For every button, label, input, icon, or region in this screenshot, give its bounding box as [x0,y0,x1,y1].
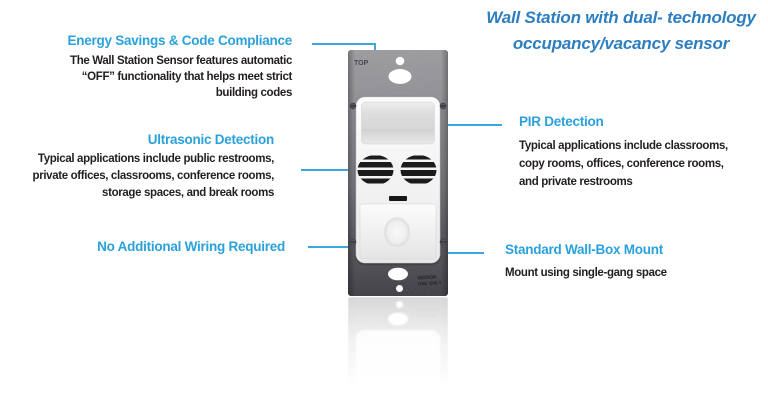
page-title-line1: Wall Station with dual- technology [486,8,756,27]
connector-ultrasonic-line [301,169,361,171]
callout-heading-ultrasonic: Ultrasonic Detection [147,132,275,147]
plate-indoor-marking: INDOOR USE ONLY [417,274,442,287]
plate-indoor-marking-line1: INDOOR [417,274,437,281]
ultrasonic-grille-right [400,155,437,184]
callout-body-ultrasonic: Typical applications include public rest… [32,151,275,202]
callout-body-pir: Typical applications include classrooms,… [519,137,728,191]
callout-wall-box: Standard Wall-Box Mount Mount using sing… [505,243,667,282]
callout-body-line: copy rooms, offices, conference rooms, [519,158,724,170]
callout-body-line: “OFF” functionality that helps meet stri… [81,71,293,83]
callout-body-energy-savings: The Wall Station Sensor features automat… [67,53,292,101]
callout-pir: PIR Detection Typical applications inclu… [519,115,728,191]
callout-body-line: Typical applications include public rest… [37,153,274,165]
plate-indoor-marking-line2: USE ONLY [418,280,443,287]
callout-heading-wall-box: Standard Wall-Box Mount [505,242,663,257]
connector-wall-box-line [436,252,484,254]
callout-heading-energy-savings: Energy Savings & Code Compliance [67,33,292,48]
callout-body-line: Mount using single-gang space [505,267,667,279]
sensor-device-svg: TOP [348,50,448,296]
callout-heading-no-wiring: No Additional Wiring Required [97,239,285,254]
callout-body-wall-box: Mount using single-gang space [505,265,667,282]
mounting-hole-top-oval [388,69,412,84]
callout-body-line: storage spaces, and break rooms [102,187,274,199]
connector-energy-horizontal [312,43,376,45]
callout-body-line: The Wall Station Sensor features automat… [70,55,292,67]
device-reflection [348,297,448,415]
callout-body-line: and private restrooms [519,176,633,188]
callout-heading-pir: PIR Detection [519,114,604,129]
plate-top-marking: TOP [354,60,369,67]
page-title: Wall Station with dual- technology occup… [471,5,768,57]
callout-body-line: building codes [215,87,293,99]
mounting-hole-bottom-oval [388,267,408,281]
connector-no-wiring-line [308,246,364,248]
ultrasonic-grille-left [357,155,394,184]
callout-body-line: Typical applications include classrooms, [519,140,728,152]
callout-ultrasonic: Ultrasonic Detection Typical application… [32,132,275,202]
mounting-hole-top-round [395,56,405,66]
paddle-button-oval [384,217,410,247]
module-slot [389,196,407,201]
pir-lens-window [361,101,435,145]
page-title-line2: occupancy/vacancy sensor [512,34,730,53]
connector-pir-line [423,124,502,126]
sensor-device-illustration: TOP [348,50,448,296]
callout-energy-savings: Energy Savings & Code Compliance The Wal… [67,34,292,101]
mounting-screws [349,102,447,246]
callout-no-wiring: No Additional Wiring Required [97,240,285,254]
callout-body-line: private offices, classrooms, conference … [32,170,275,182]
mounting-hole-bottom-round [396,285,403,292]
